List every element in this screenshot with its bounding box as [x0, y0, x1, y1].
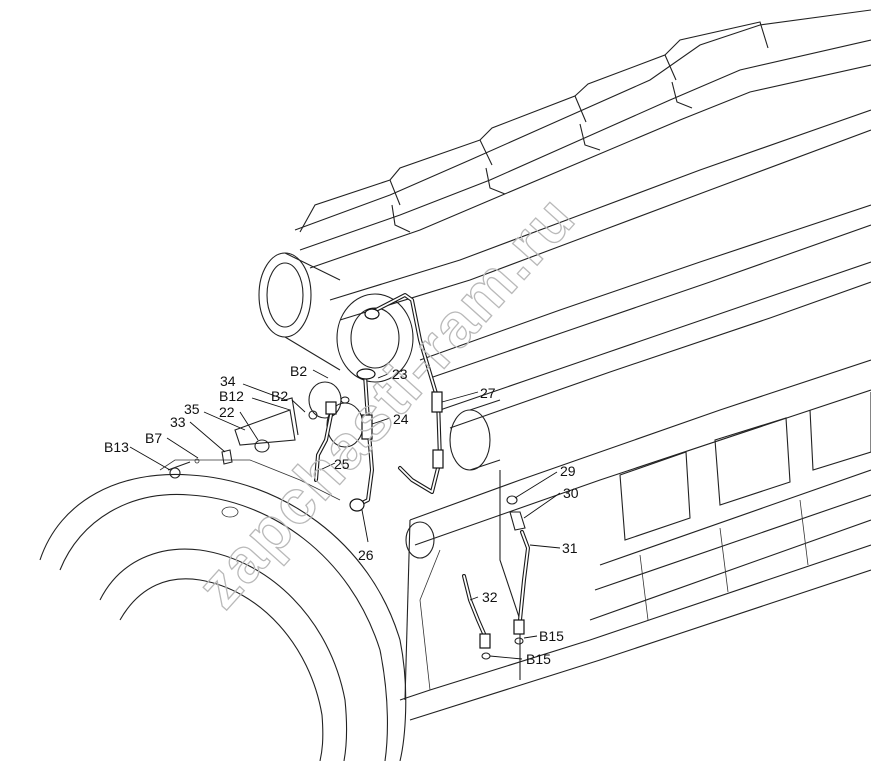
callout-B12: B12 — [219, 388, 244, 404]
flywheel-housing — [39, 459, 407, 761]
oil-line-parts — [462, 495, 530, 660]
callout-31: 31 — [562, 540, 578, 556]
callout-23: 23 — [392, 366, 408, 382]
callout-B2-lower: B2 — [271, 388, 288, 404]
callout-35: 35 — [184, 401, 200, 417]
callout-24: 24 — [393, 411, 409, 427]
callout-27: 27 — [480, 385, 496, 401]
callout-30: 30 — [563, 485, 579, 501]
callout-26: 26 — [358, 547, 374, 563]
callout-B13: B13 — [104, 439, 129, 455]
leader-lines — [129, 369, 561, 660]
callout-29: 29 — [560, 463, 576, 479]
callout-33: 33 — [170, 414, 186, 430]
callout-22: 22 — [219, 404, 235, 420]
callout-B15-upper: B15 — [539, 628, 564, 644]
bracket-parts — [167, 397, 318, 479]
callout-32: 32 — [482, 589, 498, 605]
callout-34: 34 — [220, 373, 236, 389]
callout-B7: B7 — [145, 430, 162, 446]
callout-B2-upper: B2 — [290, 363, 307, 379]
callout-25: 25 — [334, 456, 350, 472]
callout-B15-lower: B15 — [526, 651, 551, 667]
engine-block — [294, 9, 871, 721]
callout-labels: B2 34 B12 B2 35 22 33 B7 B13 23 24 27 25… — [104, 363, 579, 667]
oil-pipe-assembly — [314, 293, 444, 512]
turbocharger — [258, 252, 501, 559]
